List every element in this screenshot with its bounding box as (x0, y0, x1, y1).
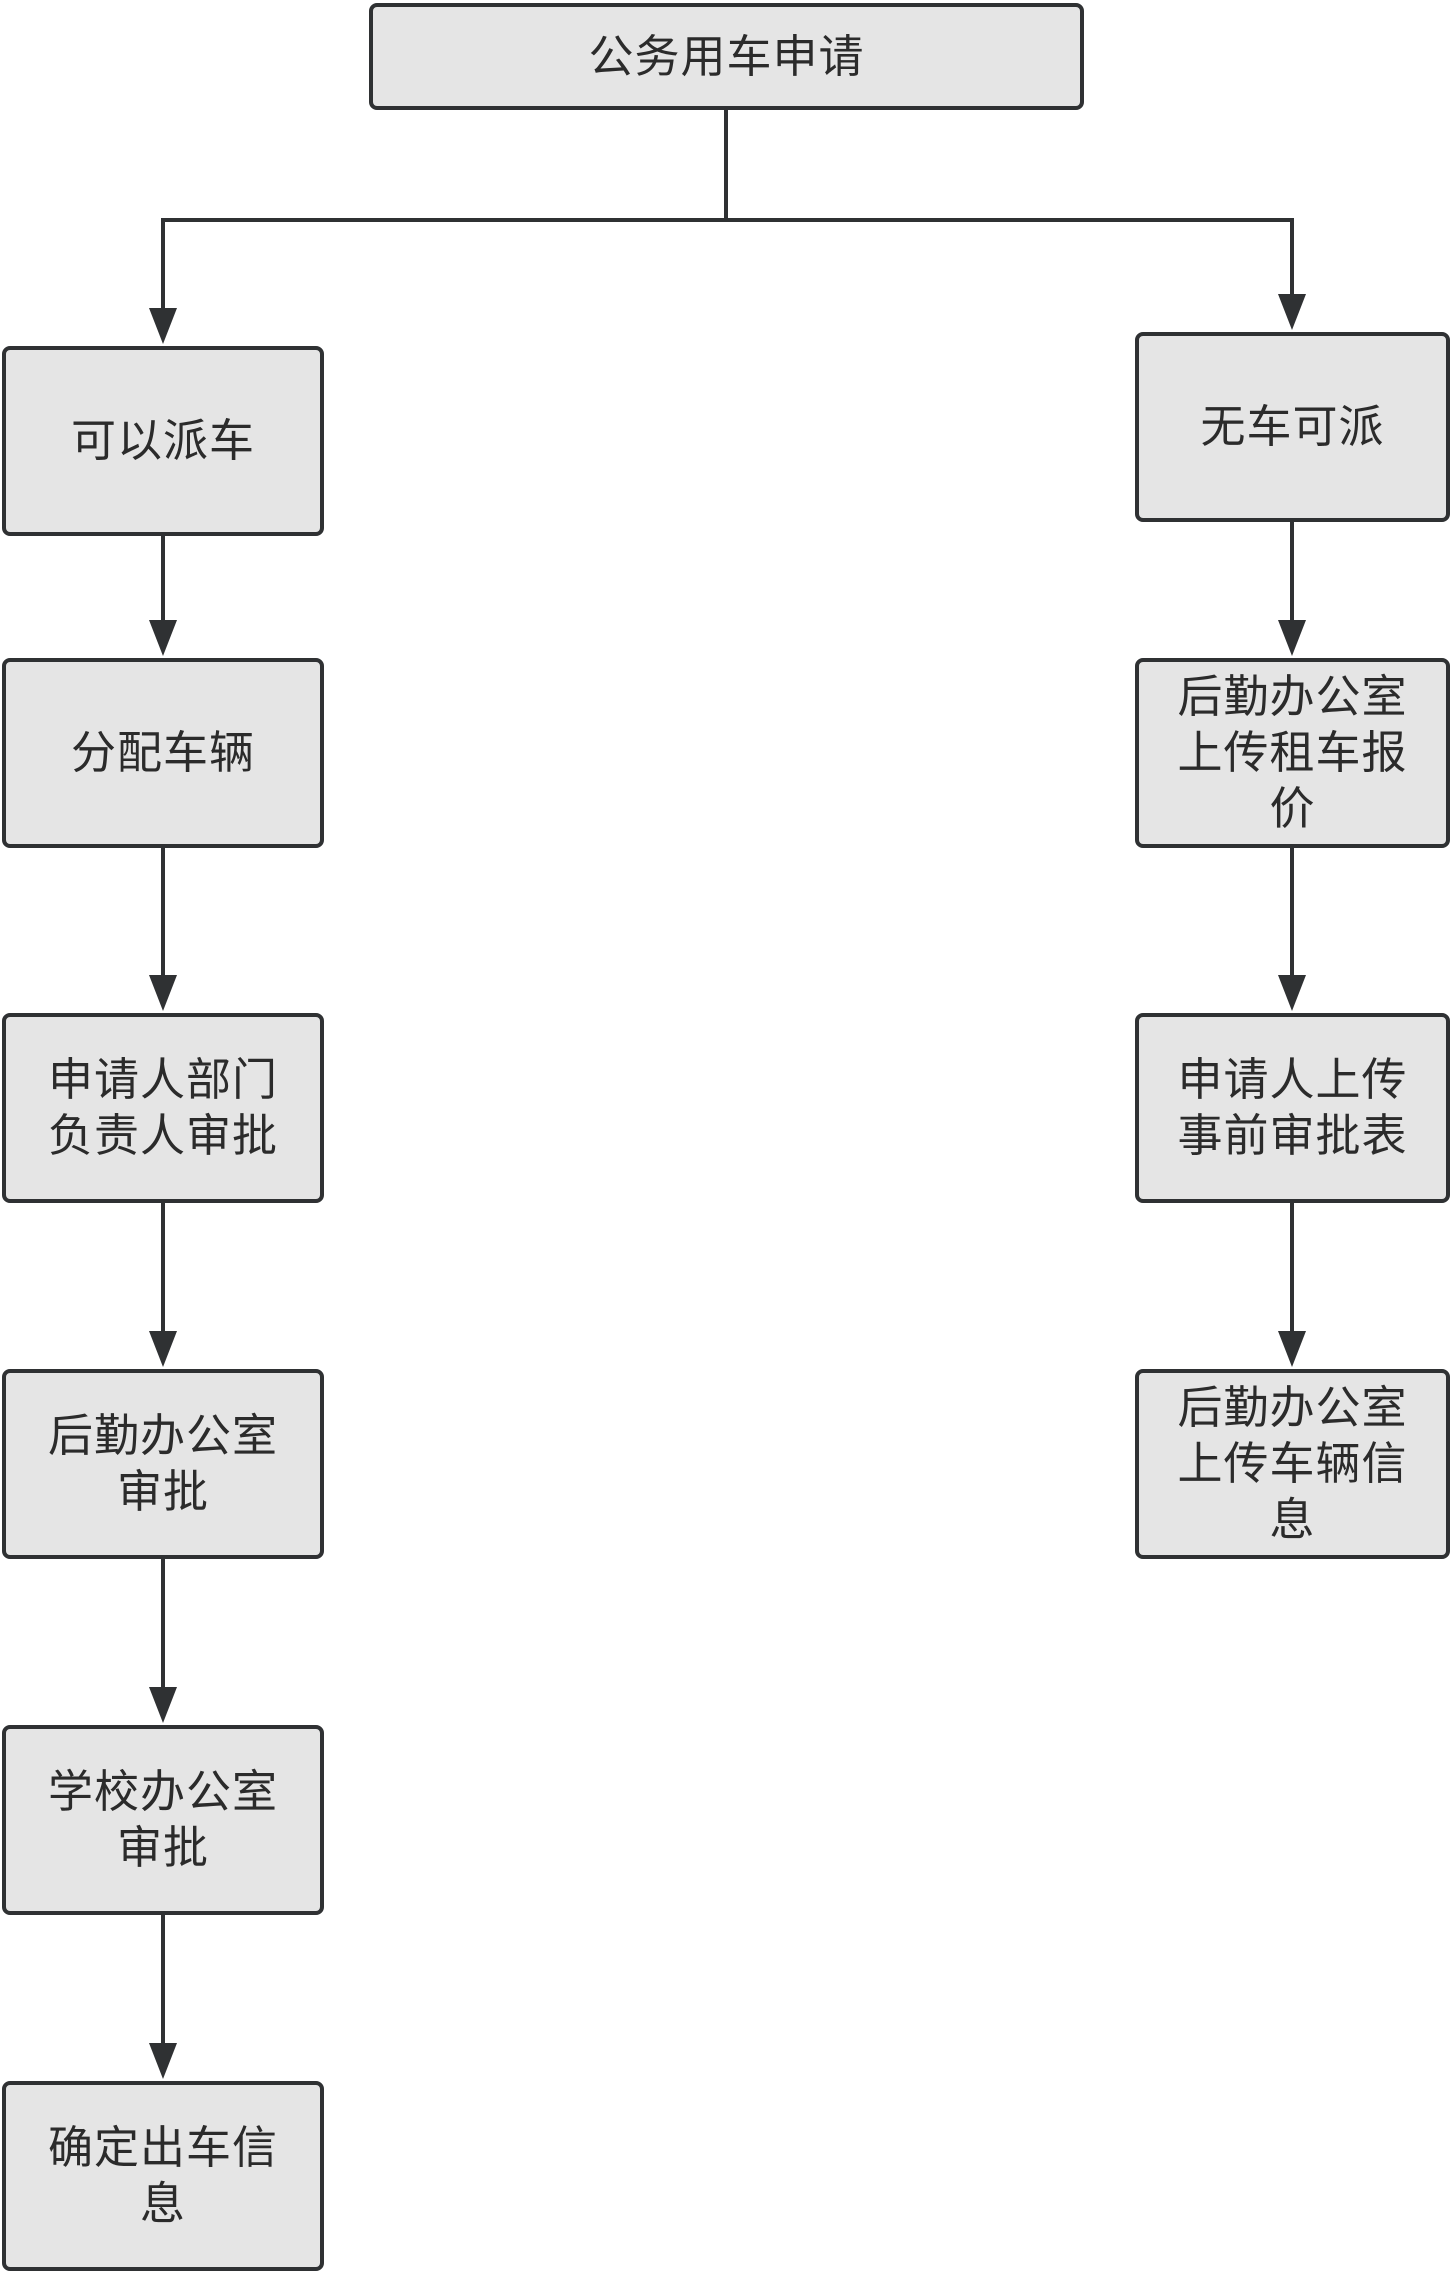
node-label: 申请人部门 负责人审批 (47, 1053, 278, 1162)
node-logistics-office-approval: 后勤办公室 审批 (2, 1369, 324, 1559)
node-upload-rental-quote: 后勤办公室 上传租车报 价 (1135, 658, 1450, 848)
connector-root-to-right (726, 218, 1294, 302)
node-label: 可以派车 (70, 414, 255, 467)
arrowhead-r4 (1278, 1331, 1306, 1367)
node-label: 公务用车申请 (588, 29, 865, 83)
arrowhead-l6 (149, 2043, 177, 2079)
node-assign-vehicle: 分配车辆 (2, 658, 324, 848)
node-root-official-car-request: 公务用车申请 (369, 3, 1084, 110)
arrowhead-l4 (149, 1331, 177, 1367)
node-department-head-approval: 申请人部门 负责人审批 (2, 1013, 324, 1203)
node-label: 后勤办公室 上传租车报 价 (1177, 670, 1408, 835)
node-label: 分配车辆 (70, 726, 255, 779)
arrowhead-left-l1 (149, 308, 177, 344)
node-confirm-dispatch-info: 确定出车信 息 (2, 2081, 324, 2271)
arrowhead-r2 (1278, 620, 1306, 656)
arrowhead-l5 (149, 1687, 177, 1723)
node-label: 学校办公室 审批 (47, 1765, 278, 1874)
node-label: 申请人上传 事前审批表 (1177, 1053, 1408, 1162)
node-upload-pre-approval-form: 申请人上传 事前审批表 (1135, 1013, 1450, 1203)
arrowhead-l3 (149, 975, 177, 1011)
node-no-car-available: 无车可派 (1135, 332, 1450, 522)
node-label: 无车可派 (1200, 400, 1385, 453)
node-label: 确定出车信 息 (47, 2121, 278, 2230)
node-car-available: 可以派车 (2, 346, 324, 536)
node-label: 后勤办公室 上传车辆信 息 (1177, 1381, 1408, 1546)
connector-root-to-left (161, 218, 726, 316)
arrowhead-r3 (1278, 975, 1306, 1011)
node-school-office-approval: 学校办公室 审批 (2, 1725, 324, 1915)
arrowhead-l2 (149, 620, 177, 656)
node-upload-vehicle-info: 后勤办公室 上传车辆信 息 (1135, 1369, 1450, 1559)
arrowhead-right-r1 (1278, 294, 1306, 330)
node-label: 后勤办公室 审批 (47, 1409, 278, 1518)
